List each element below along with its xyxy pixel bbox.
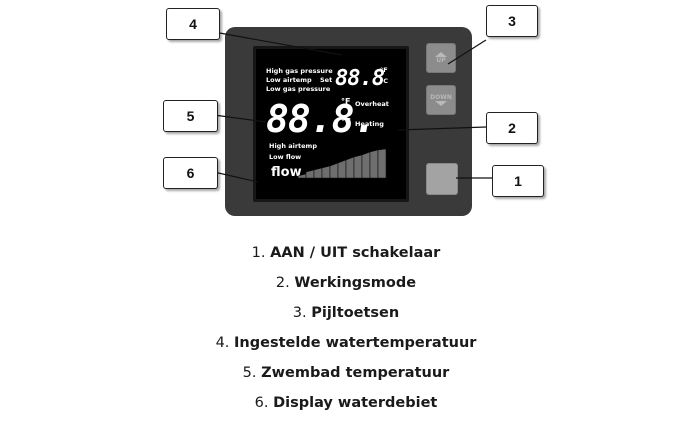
legend-number: 5. bbox=[242, 365, 257, 381]
legend-number: 1. bbox=[251, 245, 266, 261]
set-unit-f: °F bbox=[380, 66, 388, 74]
legend-item: 5. Zwembad temperatuur bbox=[0, 358, 692, 388]
legend-number: 2. bbox=[275, 275, 290, 291]
up-button[interactable]: UP bbox=[426, 43, 456, 73]
up-arrow-icon bbox=[435, 52, 447, 57]
power-button[interactable] bbox=[426, 163, 458, 195]
down-button-label: DOWN bbox=[430, 94, 452, 101]
callout-2: 2 bbox=[486, 112, 538, 144]
pool-temperature-digits: 88.8. bbox=[266, 97, 376, 141]
legend-number: 6. bbox=[254, 395, 269, 411]
lcd-label-heating: Heating bbox=[355, 120, 384, 128]
legend-item: 2. Werkingsmode bbox=[0, 268, 692, 298]
legend-number: 4. bbox=[215, 335, 230, 351]
legend-label: Werkingsmode bbox=[294, 275, 417, 291]
legend-item: 1. AAN / UIT schakelaar bbox=[0, 238, 692, 268]
lcd-label-low-airtemp: Low airtemp bbox=[266, 76, 312, 84]
lcd-label-flow: flow bbox=[271, 165, 302, 180]
up-button-label: UP bbox=[436, 57, 446, 64]
legend-item: 3. Pijltoetsen bbox=[0, 298, 692, 328]
callout-6: 6 bbox=[163, 157, 218, 189]
lcd-label-high-airtemp: High airtemp bbox=[269, 142, 317, 150]
legend-item: 4. Ingestelde watertemperatuur bbox=[0, 328, 692, 358]
lcd-label-overheat: Overheat bbox=[355, 100, 389, 108]
set-temperature-digits: 88.8 bbox=[335, 66, 385, 91]
legend-label: Ingestelde watertemperatuur bbox=[234, 335, 477, 351]
legend-label: Display waterdebiet bbox=[273, 395, 438, 411]
down-arrow-icon bbox=[435, 101, 447, 106]
lcd-label-low-flow: Low flow bbox=[269, 153, 302, 161]
down-button[interactable]: DOWN bbox=[426, 85, 456, 115]
legend-label: AAN / UIT schakelaar bbox=[270, 245, 441, 261]
legend-label: Zwembad temperatuur bbox=[261, 365, 450, 381]
callout-3: 3 bbox=[486, 5, 538, 37]
lcd-label-set: Set bbox=[320, 76, 333, 84]
callout-4: 4 bbox=[166, 8, 220, 40]
main-unit-c: °C bbox=[341, 117, 351, 126]
set-unit-c: °C bbox=[380, 77, 389, 85]
legend-label: Pijltoetsen bbox=[311, 305, 400, 321]
legend-item: 6. Display waterdebiet bbox=[0, 388, 692, 418]
legend: 1. AAN / UIT schakelaar 2. Werkingsmode … bbox=[0, 238, 692, 418]
lcd-label-high-gas-pressure: High gas pressure bbox=[266, 67, 333, 75]
callout-1: 1 bbox=[492, 165, 544, 197]
legend-number: 3. bbox=[292, 305, 307, 321]
lcd-label-low-gas-pressure: Low gas pressure bbox=[266, 85, 331, 93]
callout-5: 5 bbox=[163, 100, 218, 132]
main-unit-f: °F bbox=[341, 97, 351, 106]
